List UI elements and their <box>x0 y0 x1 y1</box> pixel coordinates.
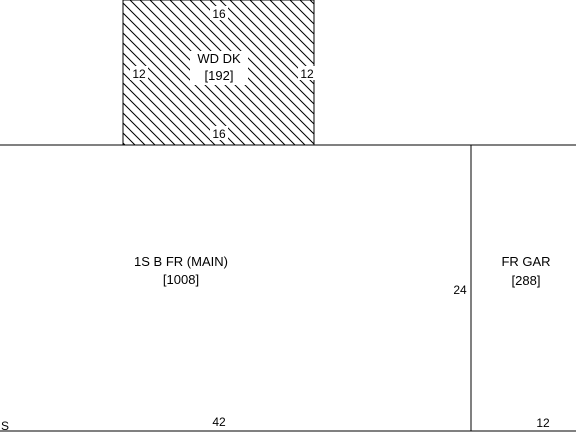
main-area: [1008] <box>163 272 199 287</box>
deck-dim-left: 12 <box>132 67 146 81</box>
deck-left-dim-mask <box>130 66 148 80</box>
deck-area: [192] <box>205 68 234 83</box>
wood-deck-area: WD DK [192] 16 16 12 12 <box>122 0 316 146</box>
deck-bottom-dim-mask <box>210 126 228 140</box>
main-house-area: 1S B FR (MAIN) [1008] 42 24 <box>0 144 576 432</box>
main-name: 1S B FR (MAIN) <box>134 254 228 269</box>
deck-dim-top: 16 <box>212 7 226 21</box>
deck-label-mask <box>190 51 248 85</box>
deck-top-dim-mask <box>210 6 228 20</box>
garage-area: FR GAR [288] 12 <box>501 254 550 430</box>
garage-area-value: [288] <box>512 273 541 288</box>
deck-dim-bottom: 16 <box>212 127 226 141</box>
main-dim-right: 24 <box>453 283 467 297</box>
main-dim-bottom: 42 <box>212 415 226 429</box>
garage-name: FR GAR <box>501 254 550 269</box>
deck-dim-right: 12 <box>300 67 314 81</box>
corner-mark: S <box>1 419 9 432</box>
deck-name: WD DK <box>197 51 241 66</box>
garage-dim-bottom: 12 <box>536 416 550 430</box>
deck-right-dim-mask <box>298 66 316 80</box>
